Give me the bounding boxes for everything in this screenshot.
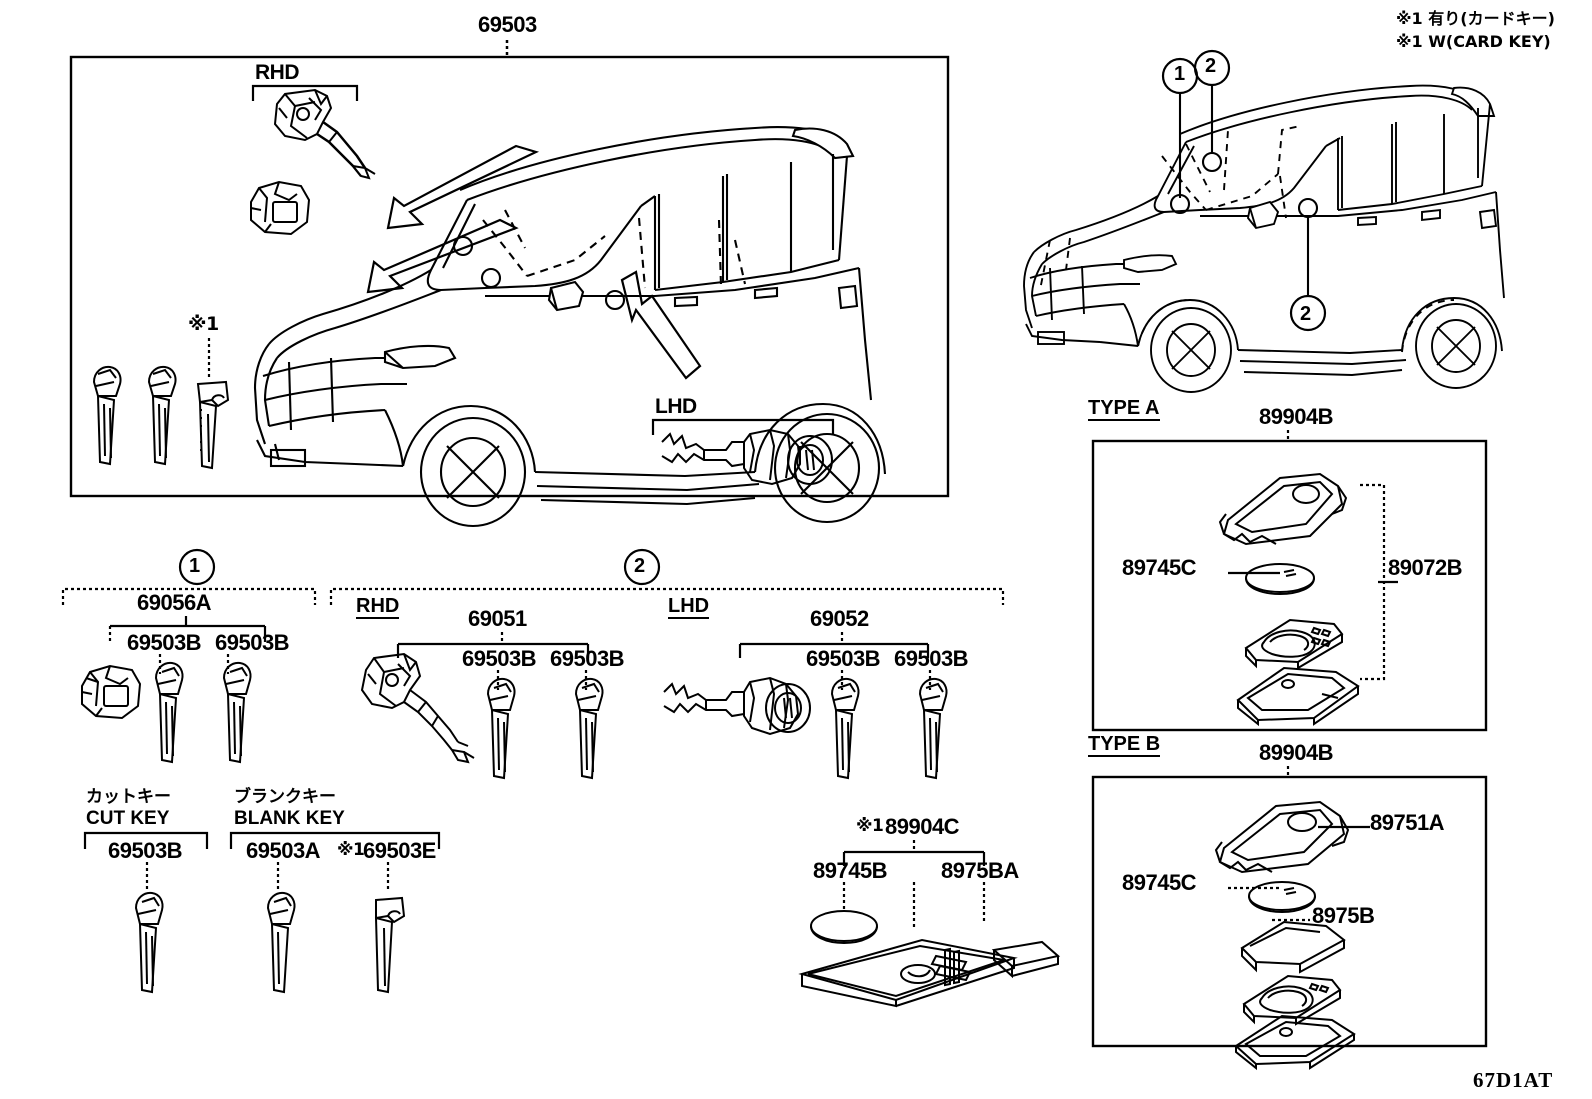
group1-circle-badge (178, 548, 216, 586)
group2-rhd-main-code: 69051 (468, 606, 527, 631)
type-a-title-leader (1286, 430, 1290, 442)
group2-lhd-sub-code-2: 69503B (894, 646, 969, 671)
main-rhd-label: RHD (255, 61, 300, 84)
key-case-illustration-main (250, 180, 311, 236)
group1-bracket (61, 587, 317, 605)
type-b-label: TYPE B (1088, 733, 1161, 757)
group1-circle-number: 1 (189, 555, 200, 577)
key-illustration-3-blank (196, 380, 230, 470)
main-lhd-label: LHD (655, 395, 697, 418)
blank-key-code-1: 69503A (246, 838, 321, 863)
cut-key-illustration (134, 891, 164, 994)
type-a-fob-illustration (1218, 472, 1360, 727)
group2-rhd-sub-code-1: 69503B (462, 646, 537, 671)
blank-key-illustration-e (374, 896, 406, 994)
vehicle-illustration-callout (1023, 84, 1505, 393)
type-b-battery-code: 89745C (1122, 870, 1197, 895)
group2-lhd-distribution (738, 632, 930, 658)
blank-key-illustration-a (266, 891, 296, 994)
cut-key-label-en: CUT KEY (86, 808, 170, 829)
key-illustration-2 (147, 365, 177, 466)
vehicle-illustration-main (253, 126, 887, 528)
type-a-battery-code: 89745C (1122, 555, 1197, 580)
rhd-ignition-cylinder-illustration (273, 88, 376, 180)
card-key-note-marker: ※1 (856, 816, 884, 836)
group1-main-code: 69056A (137, 590, 212, 615)
type-a-battery-leader (1228, 571, 1280, 575)
card-key-right-code: 8975BA (941, 858, 1019, 883)
type-b-cover-code: 89751A (1370, 810, 1445, 835)
group1-sub-code-2: 69503B (215, 630, 290, 655)
type-a-assembly-code: 89072B (1388, 555, 1463, 580)
key-illustration-group1-b (222, 661, 252, 764)
blank-key-code-2: 69503E (363, 838, 436, 863)
key-illustration-group1-a (154, 661, 184, 764)
card-key-main-code: 89904C (885, 814, 960, 839)
main-rhd-bracket (251, 84, 359, 101)
group2-rhd-sub-code-2: 69503B (550, 646, 625, 671)
key-illustration-rhd-b (574, 677, 604, 780)
type-b-main-code: 89904B (1259, 740, 1334, 765)
cut-key-label-jp: カットキー (86, 787, 171, 807)
callout-marker-1-number: 1 (1174, 63, 1185, 85)
type-b-cover-leader (1318, 825, 1370, 829)
main-panel-code-label: 69503 (478, 12, 537, 37)
blank-key-label-jp: ブランクキー (234, 787, 336, 807)
group1-sub-code-1: 69503B (127, 630, 202, 655)
card-key-distribution (842, 840, 986, 866)
pointer-arrow-door (620, 270, 702, 380)
blank-key-leaders (276, 862, 390, 890)
main-lhd-bracket (651, 418, 835, 435)
cut-key-leader (145, 862, 149, 890)
main-panel-border (69, 55, 950, 498)
blank-key-bracket (229, 831, 441, 849)
blank-key-note-marker: ※1 (337, 840, 365, 860)
key-illustration-rhd-a (486, 677, 516, 780)
key-illustration-lhd-b (918, 677, 948, 780)
blank-key-label-en: BLANK KEY (234, 808, 345, 829)
type-b-insert-code: 8975B (1312, 903, 1375, 928)
type-b-panel-border (1091, 775, 1488, 1048)
card-key-left-code: 89745B (813, 858, 888, 883)
card-key-note-jp: ※1 有り(カードキー) (1396, 9, 1555, 28)
type-a-panel-border (1091, 439, 1488, 732)
cut-key-code: 69503B (108, 838, 183, 863)
group2-lhd-label: LHD (668, 595, 710, 619)
lhd-door-lock-cylinder-illustration (661, 428, 833, 486)
main-panel-title-leader (505, 40, 509, 58)
card-key-note-en: ※1 W(CARD KEY) (1396, 32, 1551, 51)
type-a-assembly-leader (1378, 580, 1398, 584)
type-b-fob-illustration (1214, 800, 1356, 1071)
card-key-illustration (798, 910, 1061, 1008)
callout-marker-2a-number: 2 (1205, 55, 1216, 77)
cut-key-bracket (83, 831, 209, 849)
callout-marker-2b-leader (1289, 197, 1327, 332)
lhd-door-lock-cylinder-group2 (663, 676, 811, 736)
type-b-battery-leader (1228, 886, 1280, 890)
key-illustration-1 (92, 365, 122, 466)
rhd-ignition-cylinder-group2 (360, 652, 475, 764)
main-key-note-leader (207, 338, 211, 378)
callout-marker-2b-number: 2 (1300, 303, 1311, 325)
key-case-illustration-group1 (81, 664, 142, 720)
main-key-note-marker: ※1 (188, 313, 219, 335)
type-b-insert-leader (1272, 918, 1310, 922)
group2-lhd-sub-code-1: 69503B (806, 646, 881, 671)
group2-circle-number: 2 (634, 555, 645, 577)
pointer-arrow-lower (366, 218, 519, 294)
group2-rhd-label: RHD (356, 595, 400, 619)
pointer-arrow-upper (386, 144, 540, 230)
diagram-code: 67D1AT (1473, 1068, 1554, 1092)
callout-marker-2a-leader (1193, 49, 1231, 173)
card-key-leaders (842, 882, 986, 930)
group2-lhd-main-code: 69052 (810, 606, 869, 631)
type-a-label: TYPE A (1088, 397, 1160, 421)
group1-distribution-lines (108, 616, 267, 642)
group2-bracket (329, 587, 1005, 605)
type-a-main-code: 89904B (1259, 404, 1334, 429)
key-illustration-lhd-a (830, 677, 860, 780)
type-b-title-leader (1286, 766, 1290, 778)
group2-circle-badge (623, 548, 661, 586)
